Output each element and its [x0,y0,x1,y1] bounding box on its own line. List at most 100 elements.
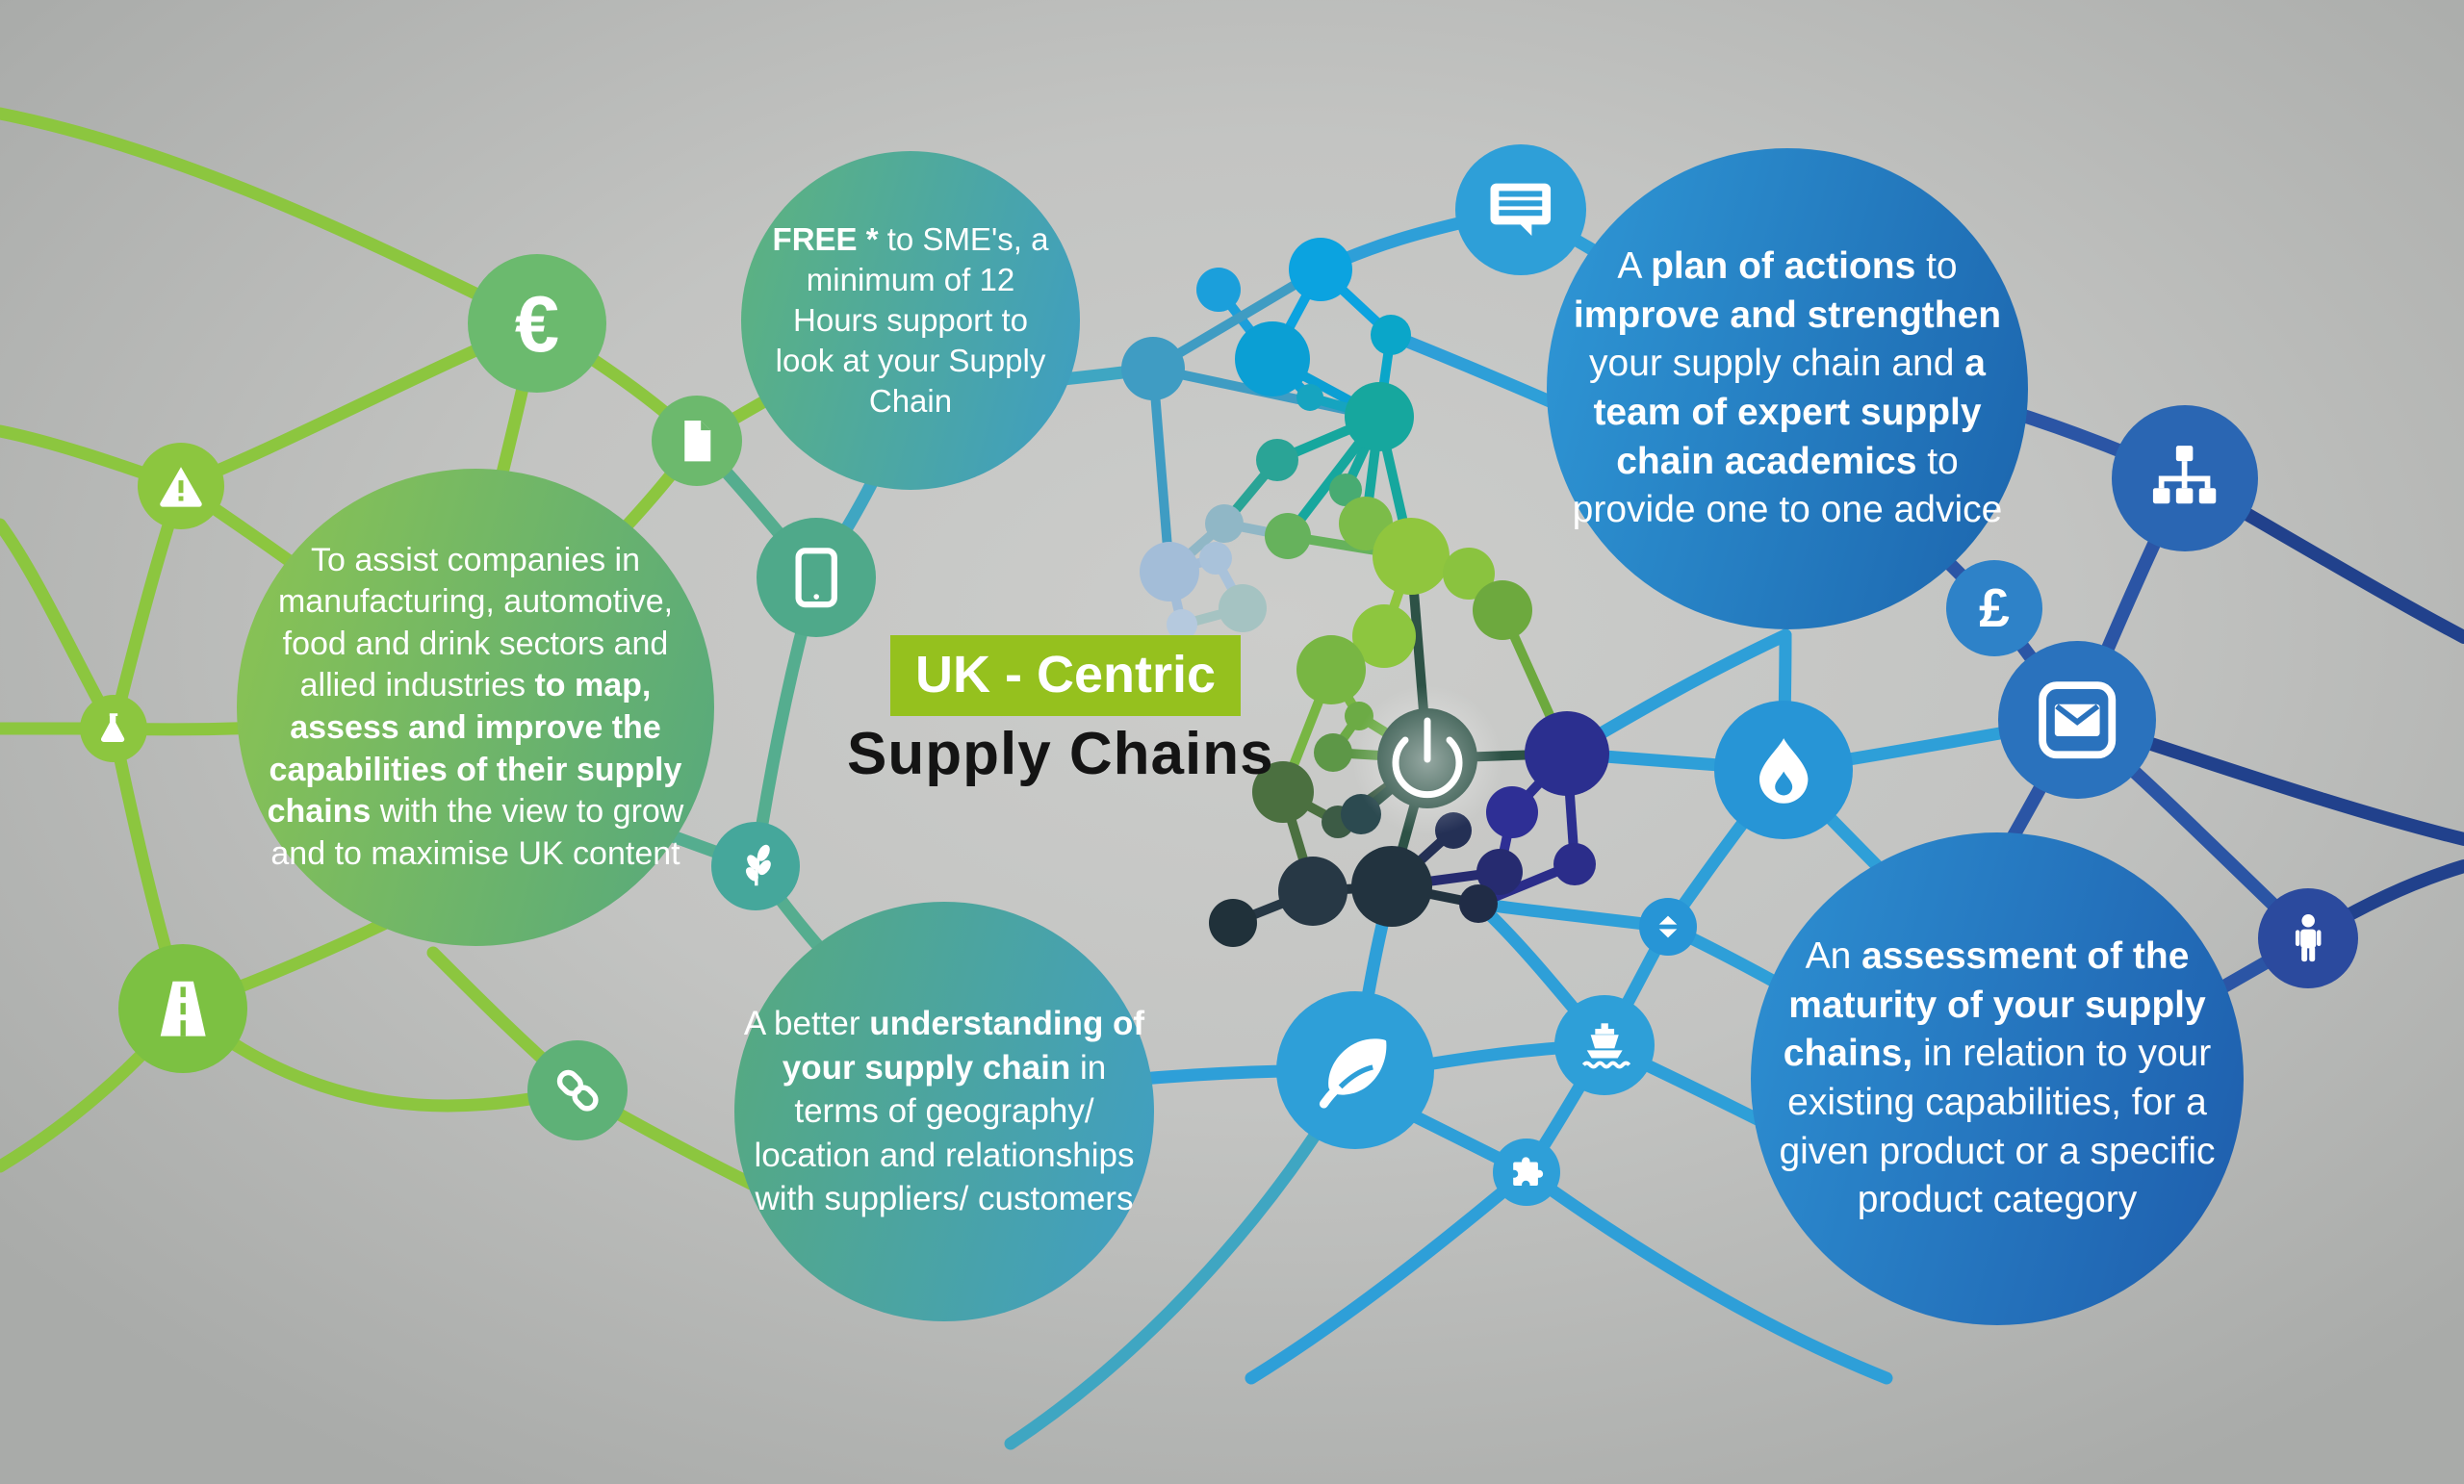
flask-icon-glyph [101,713,125,743]
text-segment: to provide one to one advice [1572,440,2003,531]
molecule-node [1140,542,1199,601]
molecule-node [1265,513,1311,559]
text-segment: understanding of your supply chain [782,1005,1145,1087]
branch-icon-glyph [746,845,772,886]
text-segment: to SME's, a minimum of 12 Hours support … [775,221,1049,419]
title-subtitle: Supply Chains [847,721,1274,787]
bubble-assist-companies: To assist companies in manufacturing, au… [237,469,714,946]
molecule-node [1296,384,1323,411]
pound-icon: £ [1946,560,2042,656]
tablet-icon-glyph [795,547,837,607]
envelope-icon [1998,641,2156,799]
molecule-node [1525,711,1609,796]
power-icon-arc [1392,736,1463,799]
molecule-node [1345,382,1414,451]
puzzle-icon-glyph [1513,1157,1544,1186]
molecule-node [1252,761,1314,823]
molecule-node [1256,439,1298,481]
leaf-icon [1276,991,1434,1149]
molecule-node [1235,321,1310,397]
speech-icon-glyph [1490,183,1552,237]
molecule-node [1199,542,1232,575]
orgchart-icon [2112,405,2258,551]
text-segment: to map, assess and improve the capabilit… [267,667,682,831]
connector-line [1520,1165,1893,1385]
flask-icon [80,695,147,762]
molecule-node [1351,846,1432,927]
molecule-node [1443,548,1495,600]
title-band: UK - Centric [890,635,1242,716]
text-segment: a team of expert supply chain academics [1593,343,1986,482]
connector-line [176,1002,584,1113]
text-segment: improve and strengthen [1573,294,2002,336]
text-segment: assessment of the maturity of your suppl… [1783,934,2206,1075]
text-segment: plan of actions [1651,244,1916,287]
drop-icon-glyph [1758,737,1809,804]
text-segment: with the view to grow and to maximise UK… [270,793,684,872]
molecule-node [1121,337,1185,400]
bubble-plan-of-actions: A plan of actions to improve and strengt… [1547,148,2028,629]
sort-icon-glyph [1658,915,1678,938]
molecule-node [1314,733,1352,772]
leaf-icon-glyph [1319,1038,1387,1109]
molecule-node [1476,849,1523,895]
molecule-link [1148,368,1174,573]
molecule-link [1150,265,1323,373]
bubble-maturity-assessment: An assessment of the maturity of your su… [1751,832,2244,1325]
bubble-understanding-supply-chain: A better understanding of your supply ch… [734,902,1154,1321]
document-icon-glyph [684,420,711,462]
text-segment: to [1915,244,1958,287]
text-segment: A better [743,1005,870,1043]
sort-icon [1639,898,1697,956]
branch-icon [711,822,800,910]
ship-icon [1554,995,1655,1095]
text-segment: To assist companies in manufacturing, au… [277,541,674,704]
road-icon-glyph [160,981,206,1036]
bubble-assessment-text: An assessment of the maturity of your su… [1760,933,2234,1225]
road-icon [118,944,247,1073]
text-segment: in relation to your existing capabilitie… [1779,1033,2216,1221]
molecule-node [1219,584,1267,632]
pound-icon-glyph: £ [1979,576,2010,639]
molecule-node [1553,843,1596,885]
molecule-node [1459,884,1498,923]
title-line1: UK - Centric [915,646,1217,704]
text-segment: in terms of geography/ location and rela… [754,1048,1135,1218]
molecule-node [1473,580,1532,640]
molecule-node [1209,899,1257,947]
text-segment: A [1617,244,1652,287]
power-icon [1392,717,1463,799]
bubble-assist-text: To assist companies in manufacturing, au… [251,540,700,875]
molecule-node [1289,238,1352,301]
warning-icon [138,443,224,529]
molecule-node [1296,635,1366,704]
connector-line [1245,1165,1533,1385]
warning-icon-glyph [160,467,202,507]
orgchart-icon-glyph [2153,446,2217,504]
bubble-free-support: FREE * to SME's, a minimum of 12 Hours s… [741,151,1080,490]
person-icon-glyph [2295,913,2322,961]
bubble-plan-text: A plan of actions to improve and strengt… [1552,243,2023,535]
speech-icon [1455,144,1586,275]
ship-icon-glyph [1581,1023,1630,1069]
euro-icon: € [468,254,606,393]
molecule-node [1196,268,1241,312]
envelope-icon-glyph [2039,681,2116,758]
main-title: UK - Centric Supply Chains [847,635,1274,788]
puzzle-icon [1493,1139,1560,1206]
document-icon [652,396,742,486]
molecule-node [1167,609,1197,640]
bubble-free-text: FREE * to SME's, a minimum of 12 Hours s… [755,219,1066,422]
person-icon [2258,888,2358,988]
molecule-node [1352,604,1416,668]
molecule-node [1486,786,1538,838]
text-segment: your supply chain and [1589,343,1965,385]
molecule-node [1329,473,1362,506]
chain-icon-glyph [556,1069,599,1112]
molecule-node [1373,518,1450,595]
molecule-node [1278,857,1348,926]
text-segment: An [1805,934,1862,977]
bubble-understanding-text: A better understanding of your supply ch… [734,1002,1154,1221]
